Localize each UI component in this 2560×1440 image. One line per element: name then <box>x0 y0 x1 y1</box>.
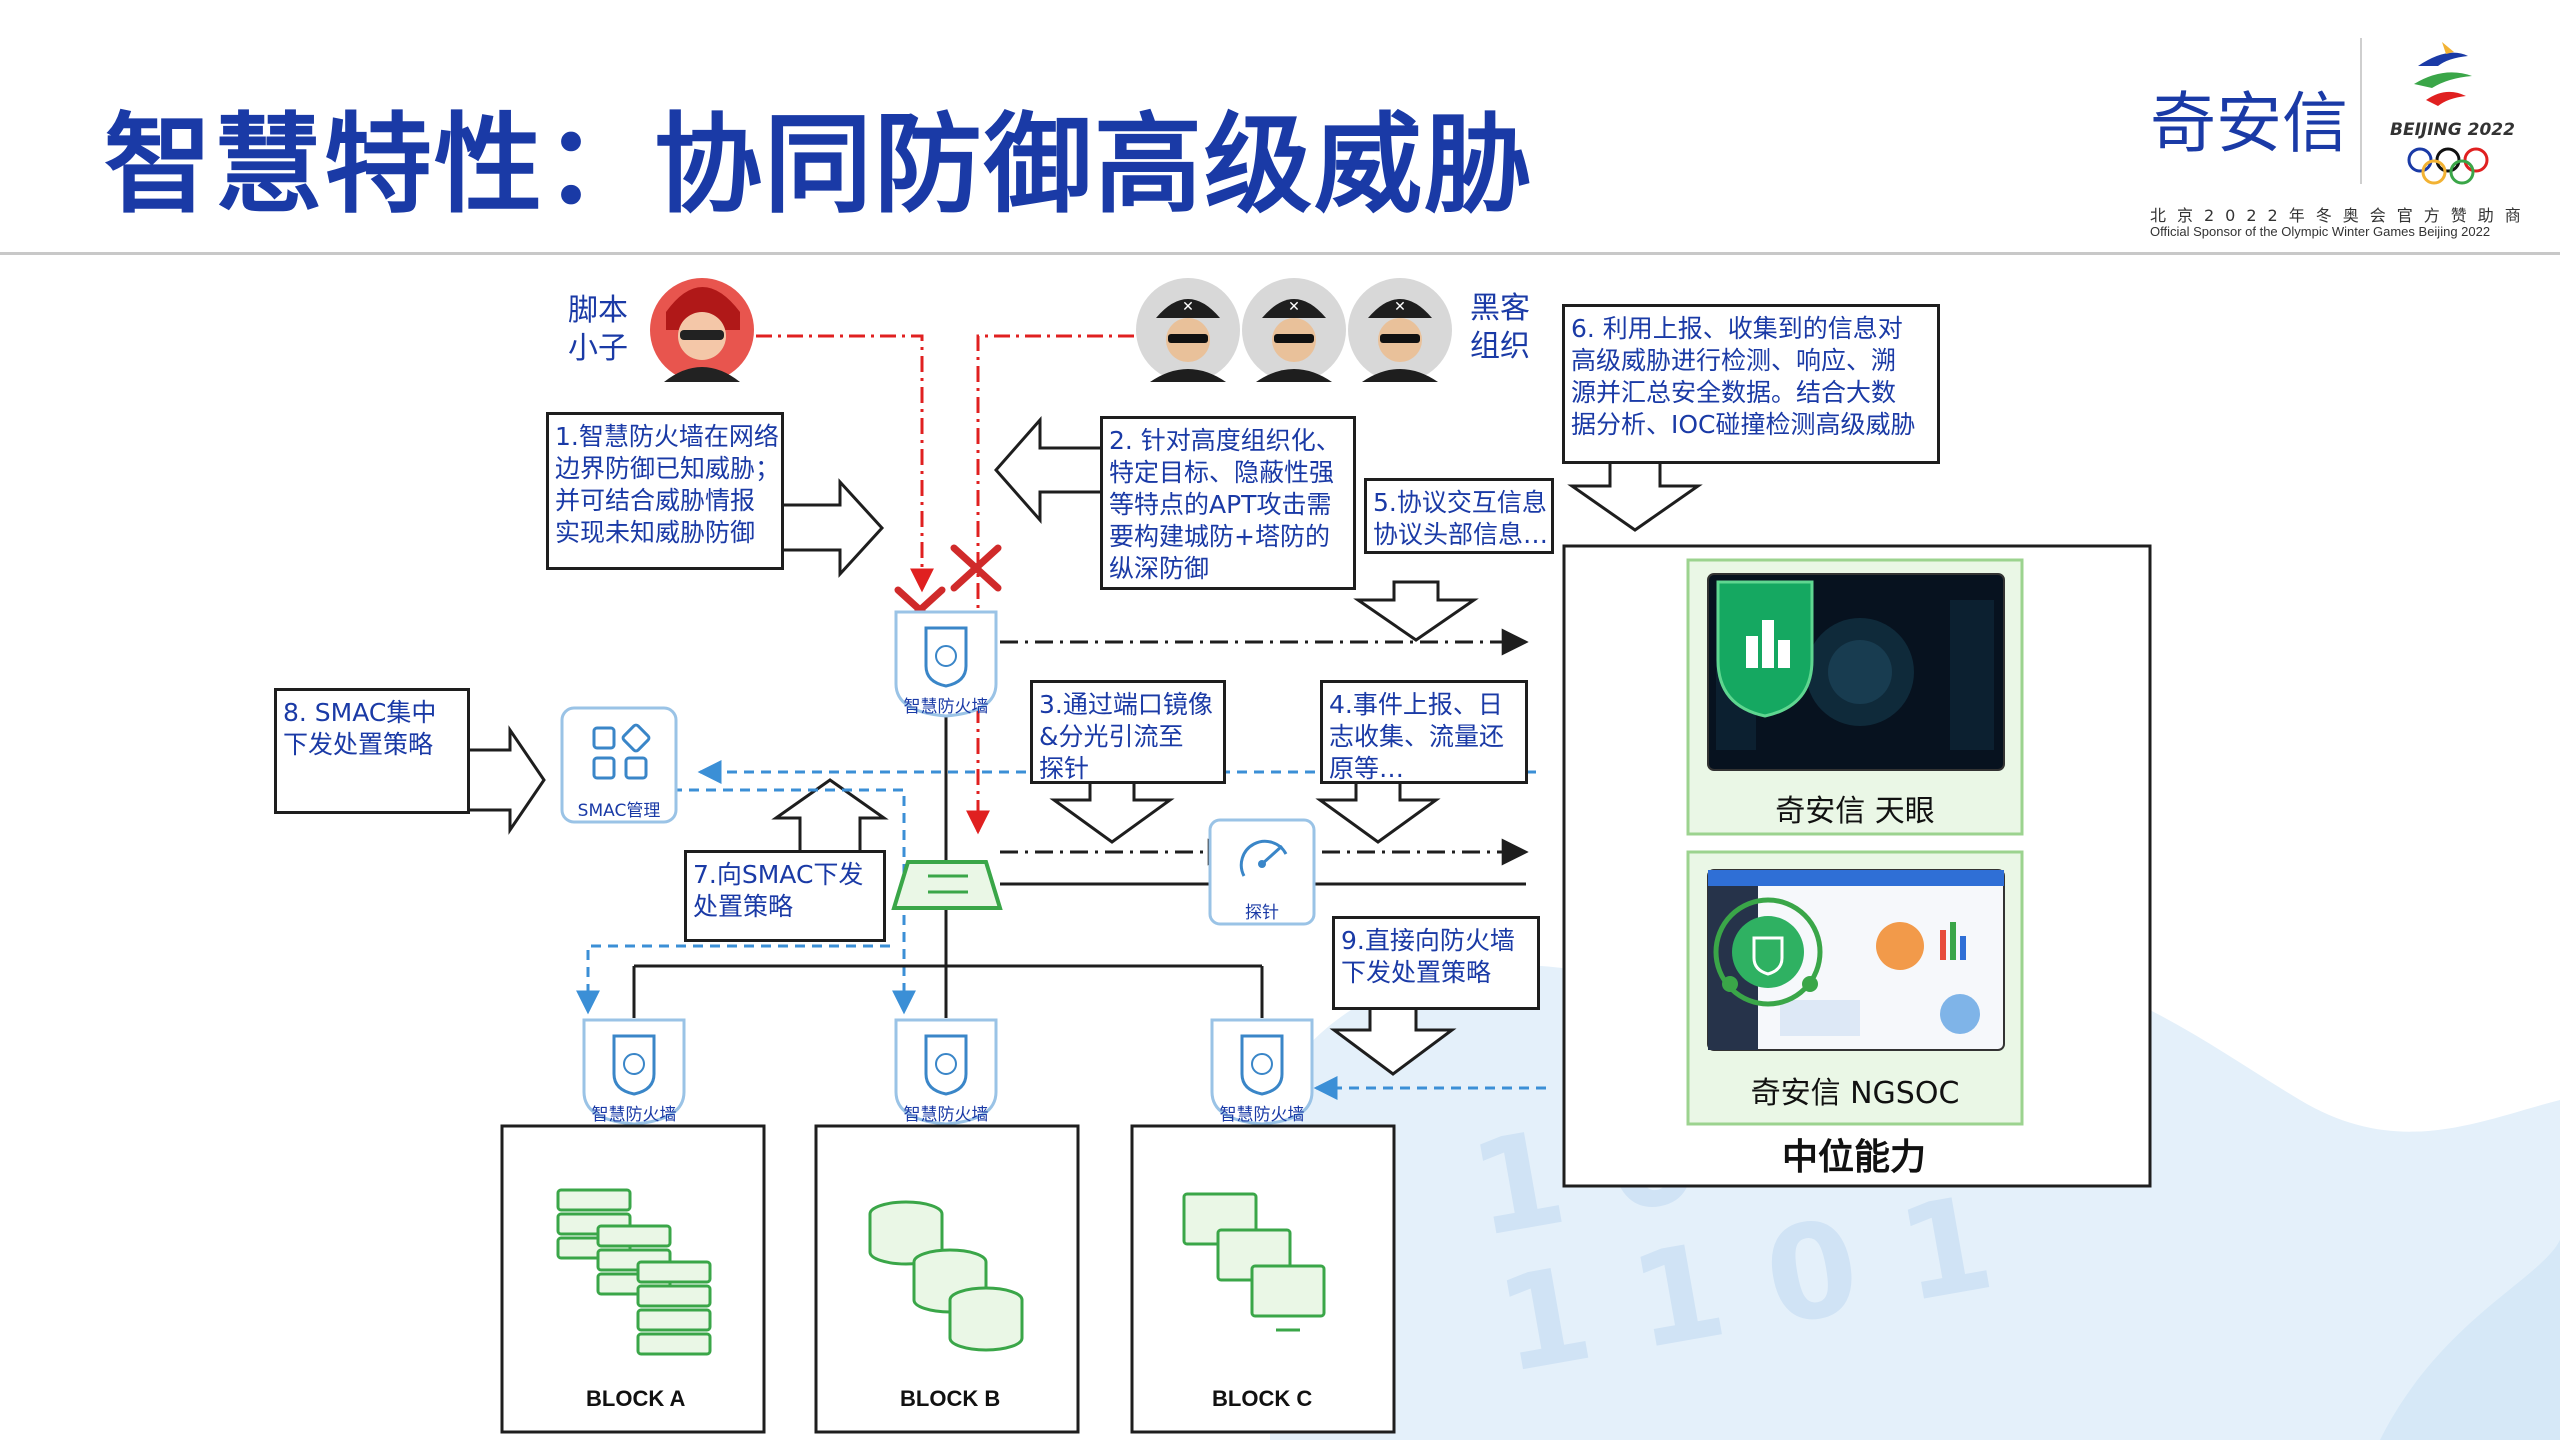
arrow-4-down <box>1315 780 1441 844</box>
policy-line-smac-to-fw-a <box>576 944 890 1015</box>
brand-divider <box>2360 38 2362 184</box>
smac-management-icon[interactable] <box>560 706 678 824</box>
slide-title: 智慧特性：协同防御高级威胁 <box>104 103 1535 228</box>
block-c-label: BLOCK C <box>1212 1386 1313 1411</box>
beijing-2022-emblem-icon <box>2408 36 2478 116</box>
script-kiddie-avatar <box>650 278 754 382</box>
firewall-icon-a[interactable] <box>582 1018 686 1126</box>
firewall-label-b: 智慧防火墙 <box>903 1105 989 1125</box>
callout-4-event-reporting: 4.事件上报、日 志收集、流量还 原等… <box>1320 680 1528 784</box>
callout-3-port-mirroring: 3.通过端口镜像 &分光引流至 探针 <box>1030 680 1226 784</box>
ngsoc-label: 奇安信 NGSOC <box>1750 1076 1960 1111</box>
server-rack-icon <box>556 1188 712 1356</box>
arrow-2-left <box>994 416 1104 524</box>
attack-path-hacker <box>966 334 1134 835</box>
sponsor-text-cn: 北京2022年冬奥会官方赞助商 <box>2150 206 2532 225</box>
callout-9-policy-to-firewall: 9.直接向防火墙 下发处置策略 <box>1332 916 1540 1010</box>
firewall-label-a: 智慧防火墙 <box>591 1105 677 1125</box>
smac-label: SMAC管理 <box>577 801 661 821</box>
computer-icon <box>1182 1192 1326 1332</box>
callout-1-edge-defense: 1.智慧防火墙在网络 边界防御已知威胁； 并可结合威胁情报 实现未知威胁防御 <box>546 412 784 570</box>
svg-text:✕: ✕ <box>1182 299 1194 315</box>
callout-7-policy-to-smac: 7.向SMAC下发 处置策略 <box>684 850 886 942</box>
firewall-icon-b[interactable] <box>894 1018 998 1126</box>
block-b-label: BLOCK B <box>900 1386 1001 1411</box>
attack-path-script-kiddie <box>756 334 934 593</box>
header-divider <box>0 252 2560 255</box>
arrow-6-down <box>1567 460 1703 532</box>
hacker-group-label: 黑客 组织 <box>1470 291 1530 364</box>
database-icon <box>868 1200 1024 1352</box>
arrow-8-right <box>464 725 546 835</box>
tianyan-label: 奇安信 天眼 <box>1775 794 1935 829</box>
switch-icon[interactable] <box>891 860 1003 910</box>
firewall-icon-top <box>894 610 998 718</box>
mid-capability-label: 中位能力 <box>1782 1137 1927 1178</box>
firewall-icon-c[interactable] <box>1210 1018 1314 1126</box>
sponsor-text-en: Official Sponsor of the Olympic Winter G… <box>2150 224 2491 239</box>
arrow-3-down <box>1049 780 1175 844</box>
callout-2-apt-defense: 2. 针对高度组织化、 特定目标、隐蔽性强 等特点的APT攻击需 要构建城防+塔… <box>1100 416 1356 590</box>
arrow-5-down <box>1353 580 1479 642</box>
policy-line-smac-to-fw-b <box>672 788 916 1015</box>
arrow-9-down <box>1329 1006 1457 1076</box>
beijing-2022-mark: BEIJING 2022 <box>2390 120 2515 140</box>
arrow-1-right <box>778 478 885 578</box>
firewall-label-c: 智慧防火墙 <box>1219 1105 1305 1125</box>
probe-label: 探针 <box>1245 903 1279 923</box>
script-kiddie-label: 脚本 小子 <box>568 293 628 366</box>
callout-5-protocol-info: 5.协议交互信息 协议头部信息… <box>1364 478 1554 554</box>
probe-icon[interactable] <box>1208 818 1316 926</box>
firewall-label-top: 智慧防火墙 <box>903 697 989 717</box>
olympic-rings-icon <box>2406 146 2490 186</box>
block-a-label: BLOCK A <box>586 1386 686 1411</box>
ngsoc-dashboard-screen <box>1707 869 2005 1051</box>
svg-text:✕: ✕ <box>1394 299 1406 315</box>
arrow-7-up <box>771 778 889 854</box>
svg-text:✕: ✕ <box>1288 299 1300 315</box>
callout-6-threat-detection: 6. 利用上报、收集到的信息对 高级威胁进行检测、响应、溯 源并汇总安全数据。结… <box>1562 304 1940 464</box>
brand-logo-text: 奇安信 <box>2150 85 2348 162</box>
callout-8-smac-policy: 8. SMAC集中 下发处置策略 <box>274 688 470 814</box>
tianyan-dashboard-screen <box>1707 573 2005 771</box>
hacker-avatars: ✕ ✕ ✕ <box>1136 278 1452 382</box>
